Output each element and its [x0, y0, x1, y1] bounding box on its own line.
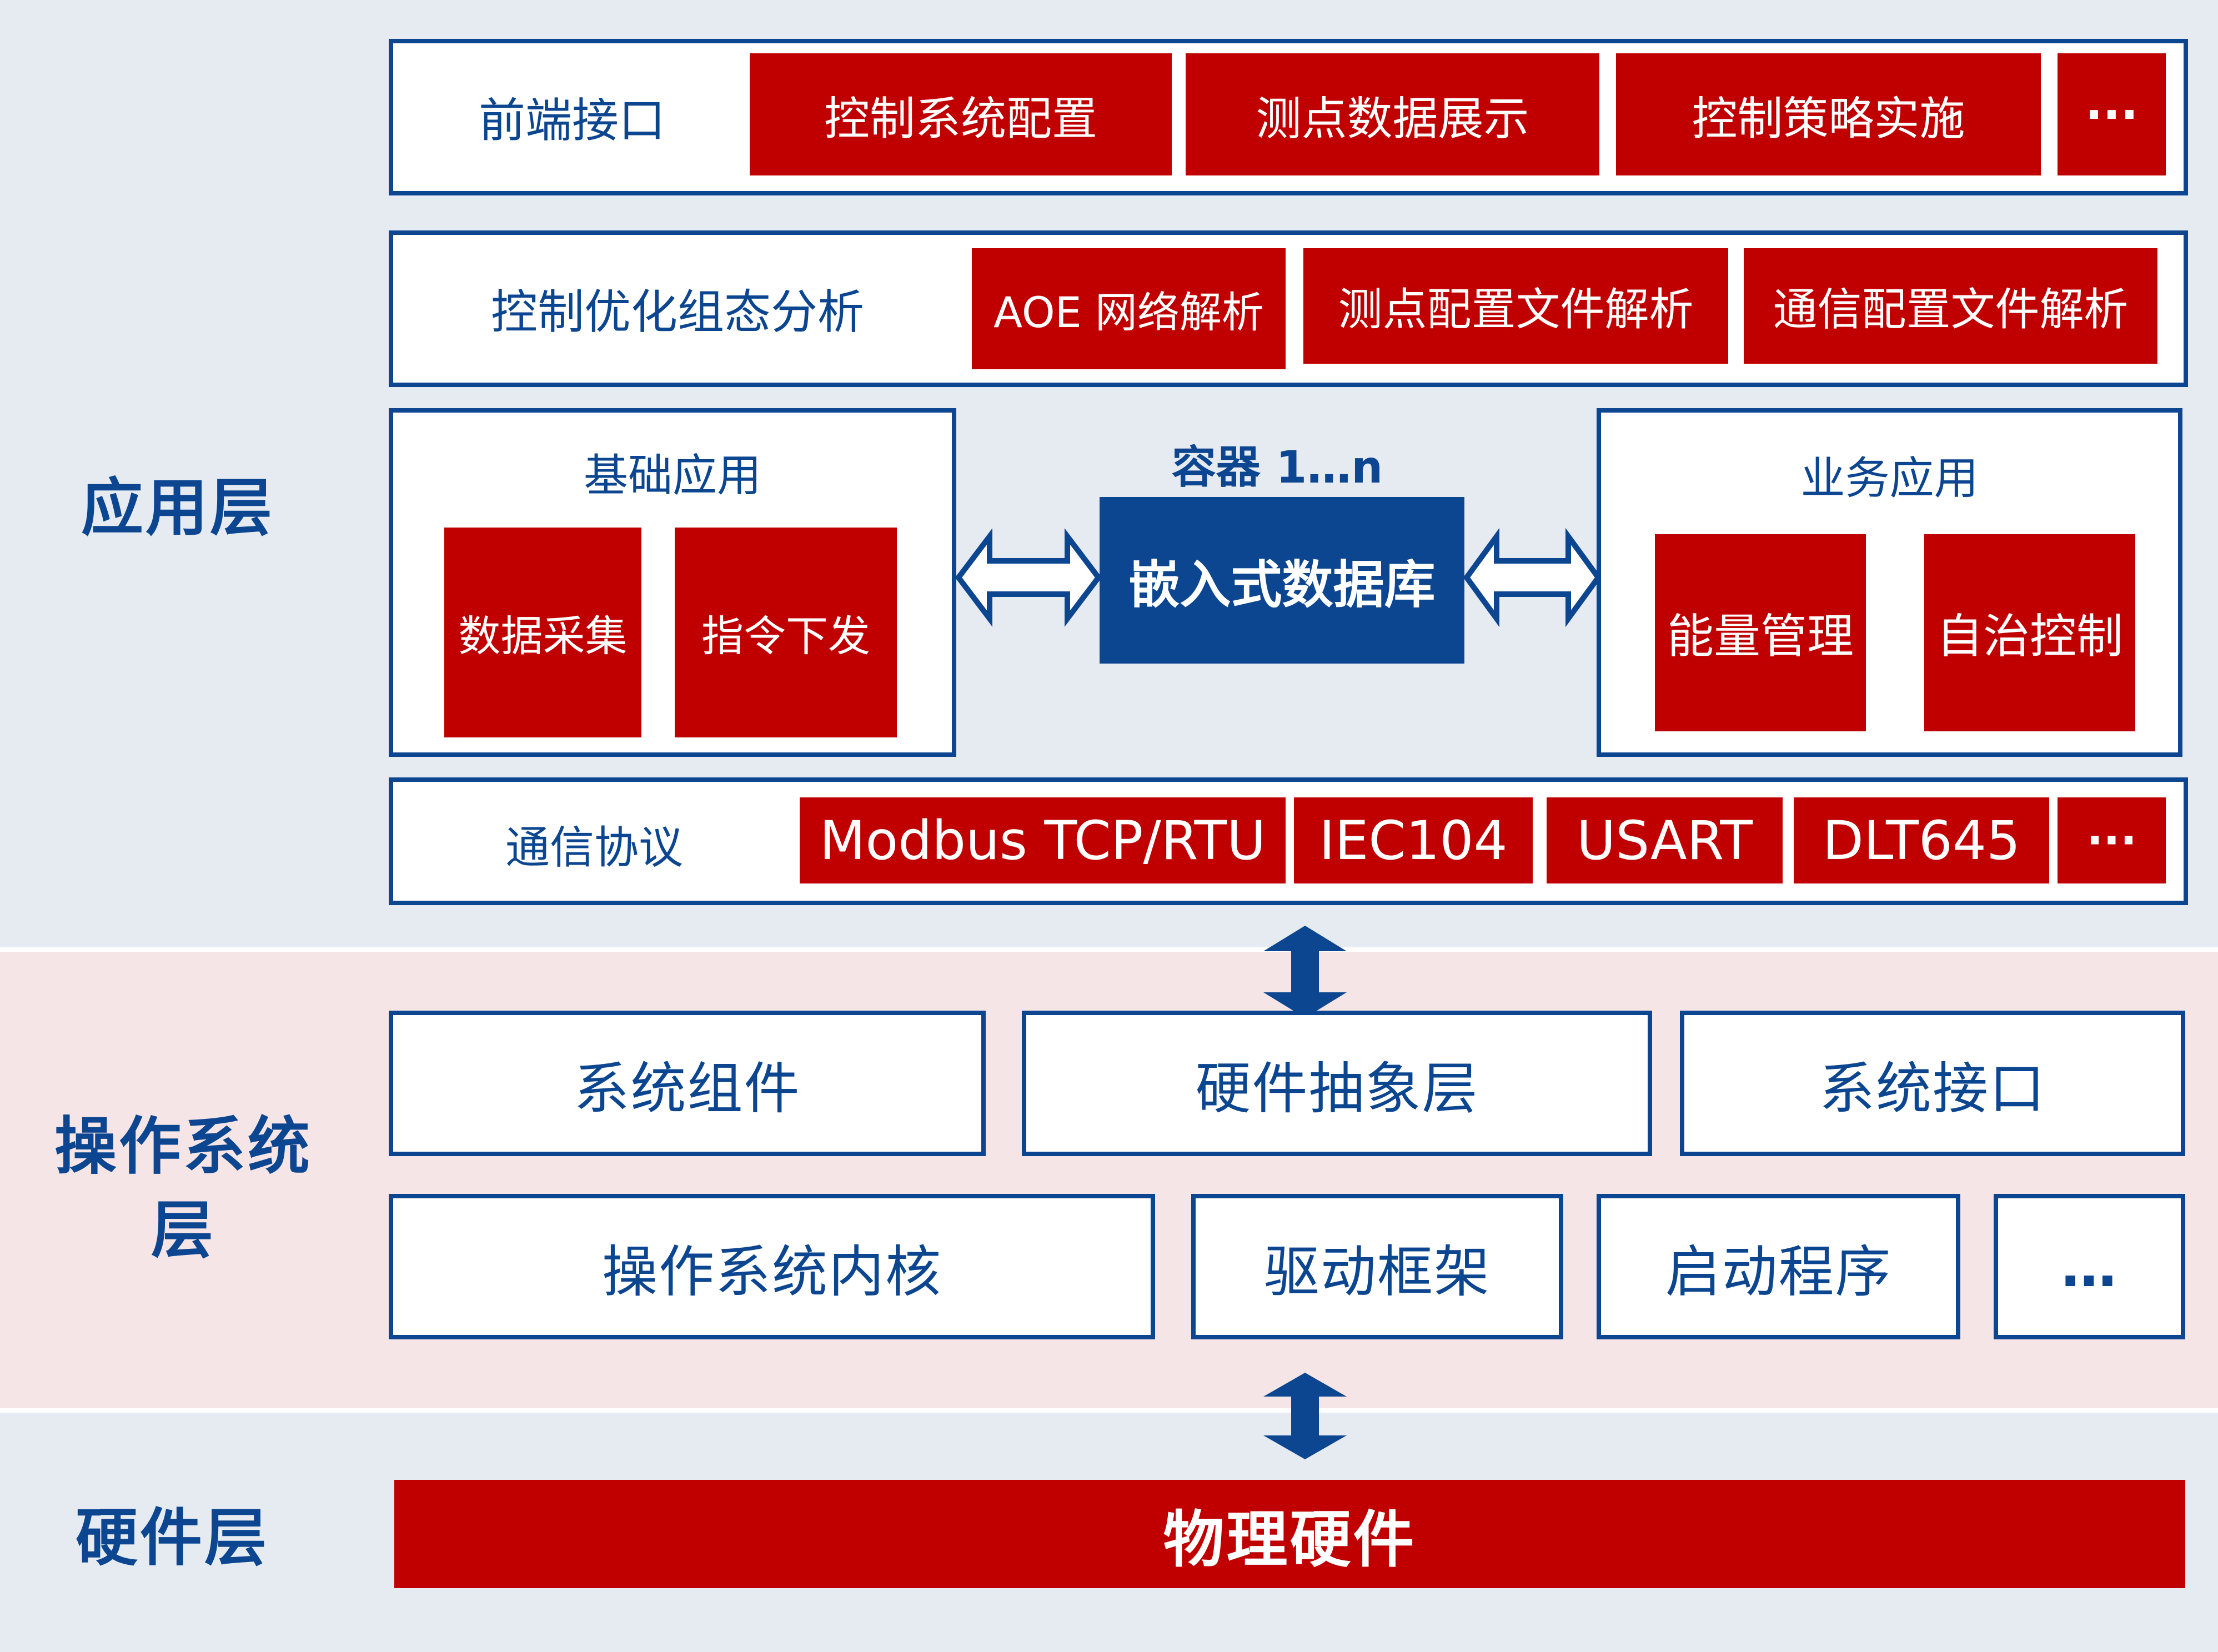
protocol-item: DLT645: [1794, 797, 2049, 883]
vertical-double-arrow-icon: [1263, 926, 1347, 1018]
protocol-item: Modbus TCP/RTU: [800, 797, 1286, 883]
frontend-item: 测点数据展示: [1186, 53, 1599, 175]
physical-hardware-bar: 物理硬件: [394, 1480, 2185, 1588]
analysis-item: 测点配置文件解析: [1303, 248, 1728, 364]
application-layer-label: 应用层: [81, 472, 274, 544]
business-app-label: 业务应用: [1800, 453, 1979, 504]
analysis-label: 控制优化组态分析: [490, 284, 864, 339]
more-ellipsis: ···: [2058, 53, 2166, 175]
os-component-box: 系统接口: [1680, 1011, 2185, 1156]
protocol-item: USART: [1547, 797, 1783, 883]
base-app-item: 指令下发: [675, 528, 897, 737]
business-app-item: 能量管理: [1655, 534, 1866, 731]
os-layer-label: 操作系统层: [54, 1111, 312, 1267]
os-component-box: 硬件抽象层: [1022, 1011, 1652, 1156]
band-divider: [0, 947, 2218, 952]
base-app-label: 基础应用: [584, 450, 761, 501]
os-component-box: 操作系统内核: [389, 1194, 1155, 1339]
more-ellipsis: …: [1994, 1194, 2185, 1339]
os-component-box: 驱动框架: [1191, 1194, 1563, 1339]
more-ellipsis: ···: [2058, 797, 2166, 883]
container-label: 容器 1…n: [1171, 441, 1383, 493]
frontend-label: 前端接口: [478, 93, 665, 148]
analysis-item: AOE 网络解析: [972, 248, 1286, 369]
os-component-box: 启动程序: [1597, 1194, 1960, 1339]
business-app-item: 自治控制: [1924, 534, 2135, 731]
embedded-database: 嵌入式数据库: [1100, 497, 1464, 664]
hardware-layer-label: 硬件层: [76, 1502, 269, 1574]
frontend-item: 控制策略实施: [1616, 53, 2041, 175]
vertical-double-arrow-icon: [1263, 1373, 1347, 1459]
protocol-item: IEC104: [1294, 797, 1533, 883]
protocol-label: 通信协议: [505, 822, 683, 873]
analysis-item: 通信配置文件解析: [1744, 248, 2157, 364]
base-app-item: 数据采集: [444, 528, 641, 737]
os-component-box: 系统组件: [389, 1011, 986, 1156]
double-arrow-icon: [955, 528, 1102, 627]
band-divider: [0, 1408, 2218, 1413]
double-arrow-icon: [1463, 528, 1602, 627]
frontend-item: 控制系统配置: [750, 53, 1172, 175]
